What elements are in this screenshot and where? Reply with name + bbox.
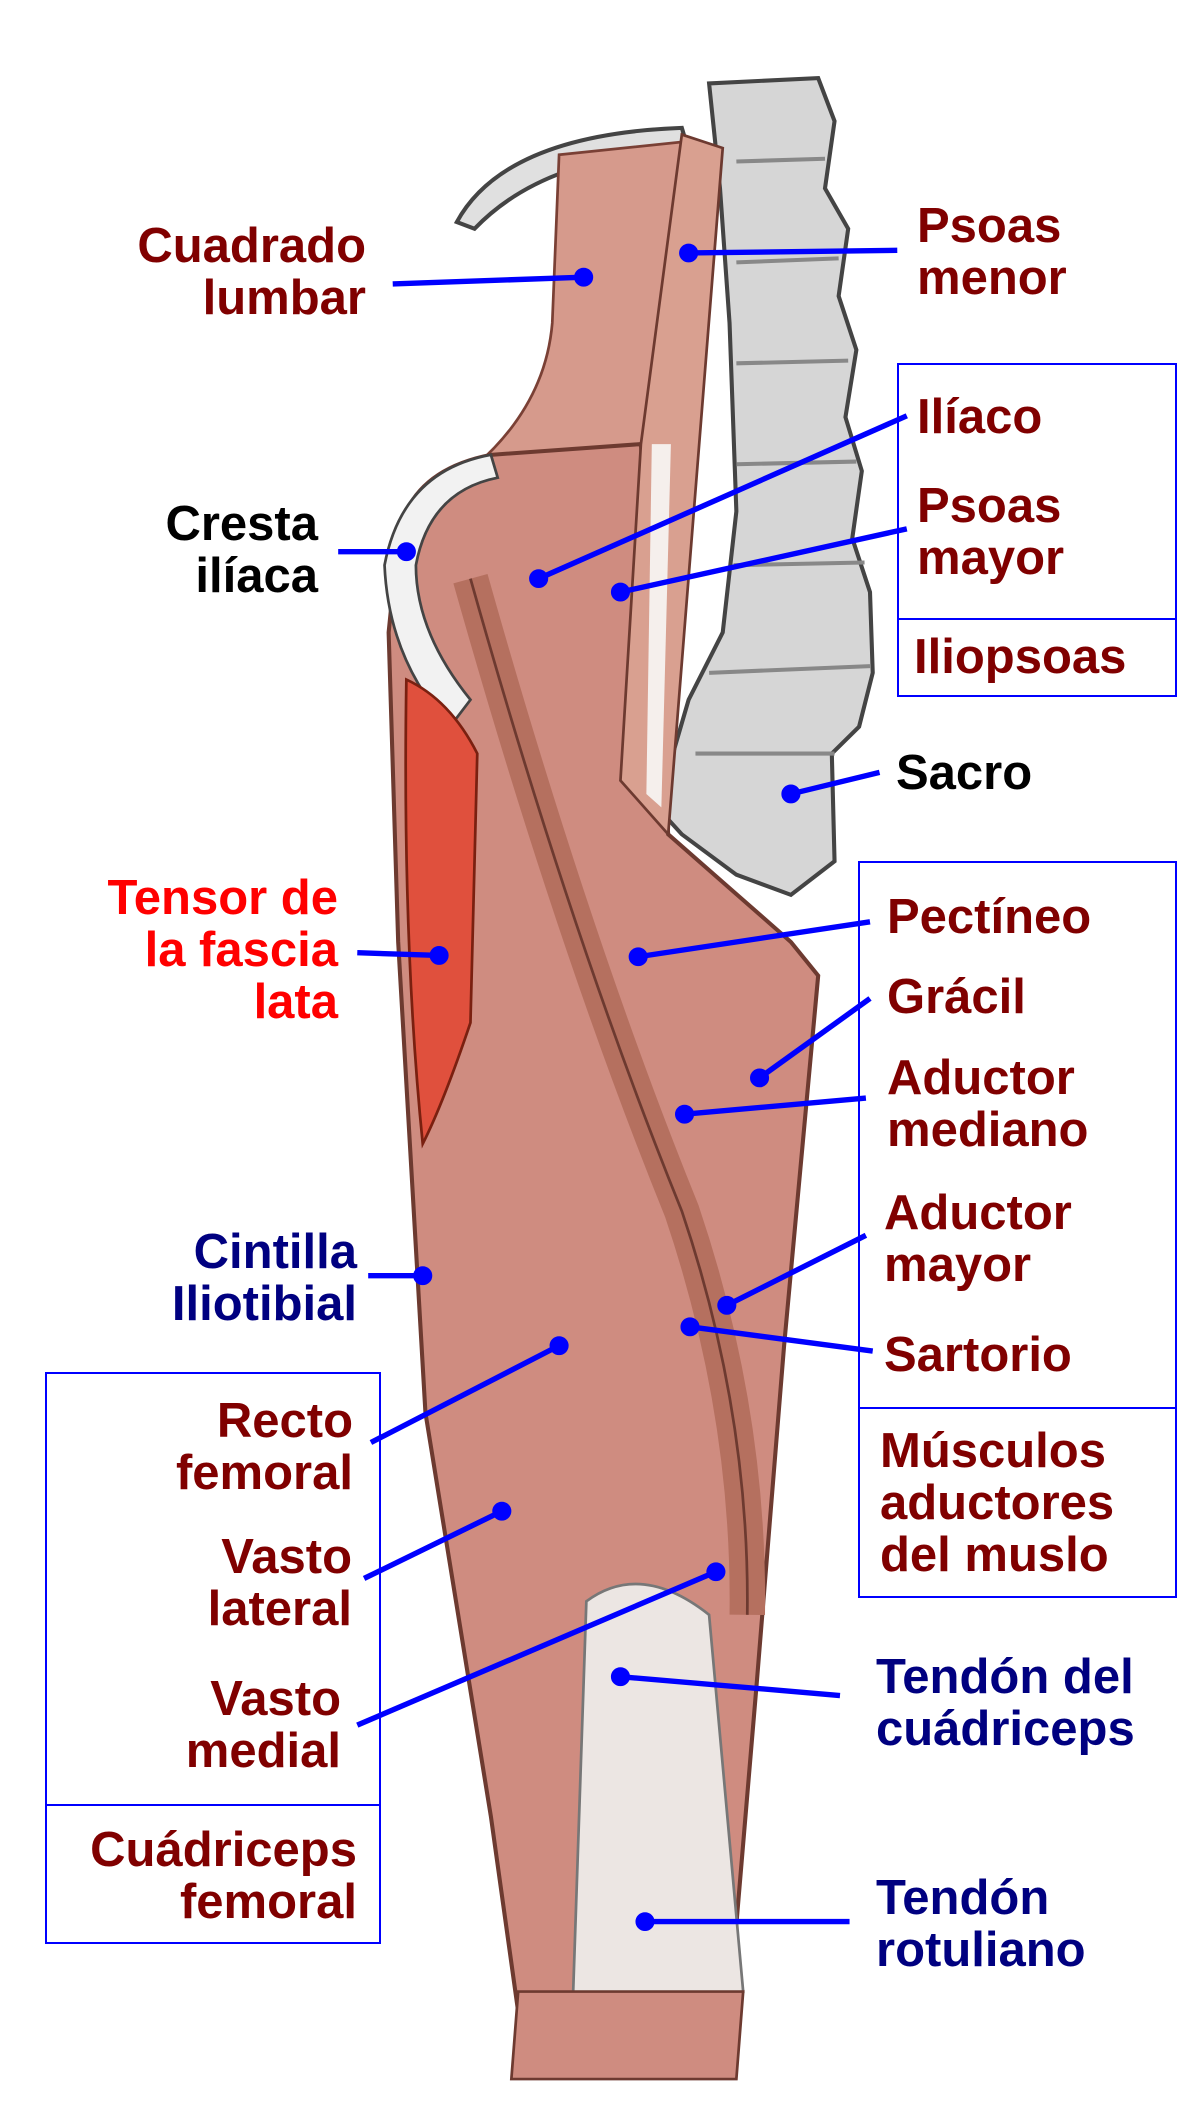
label-iliaco: Ilíaco (917, 390, 1043, 444)
sartorius-edge (469, 578, 749, 1615)
label-pectineo: Pectíneo (887, 890, 1092, 944)
leader-lines (338, 243, 908, 1932)
adductor-group-box (858, 861, 1177, 1598)
lower-leg (509, 1990, 745, 2081)
label-sacro: Sacro (896, 746, 1033, 800)
quadriceps-group-box (45, 1372, 381, 1944)
lumbar-spine (654, 75, 875, 898)
knee-tendon (571, 1582, 745, 2007)
label-sartorio: Sartorio (884, 1328, 1072, 1382)
iliac-crest (383, 453, 500, 729)
label-iliopsoas: Iliopsoas (914, 630, 1127, 684)
psoas-tendon (646, 444, 671, 808)
iliopsoas-group-box (897, 363, 1177, 697)
tensor-fascia-lata (404, 677, 479, 1149)
label-gracil: Grácil (887, 970, 1026, 1024)
psoas (619, 132, 725, 838)
